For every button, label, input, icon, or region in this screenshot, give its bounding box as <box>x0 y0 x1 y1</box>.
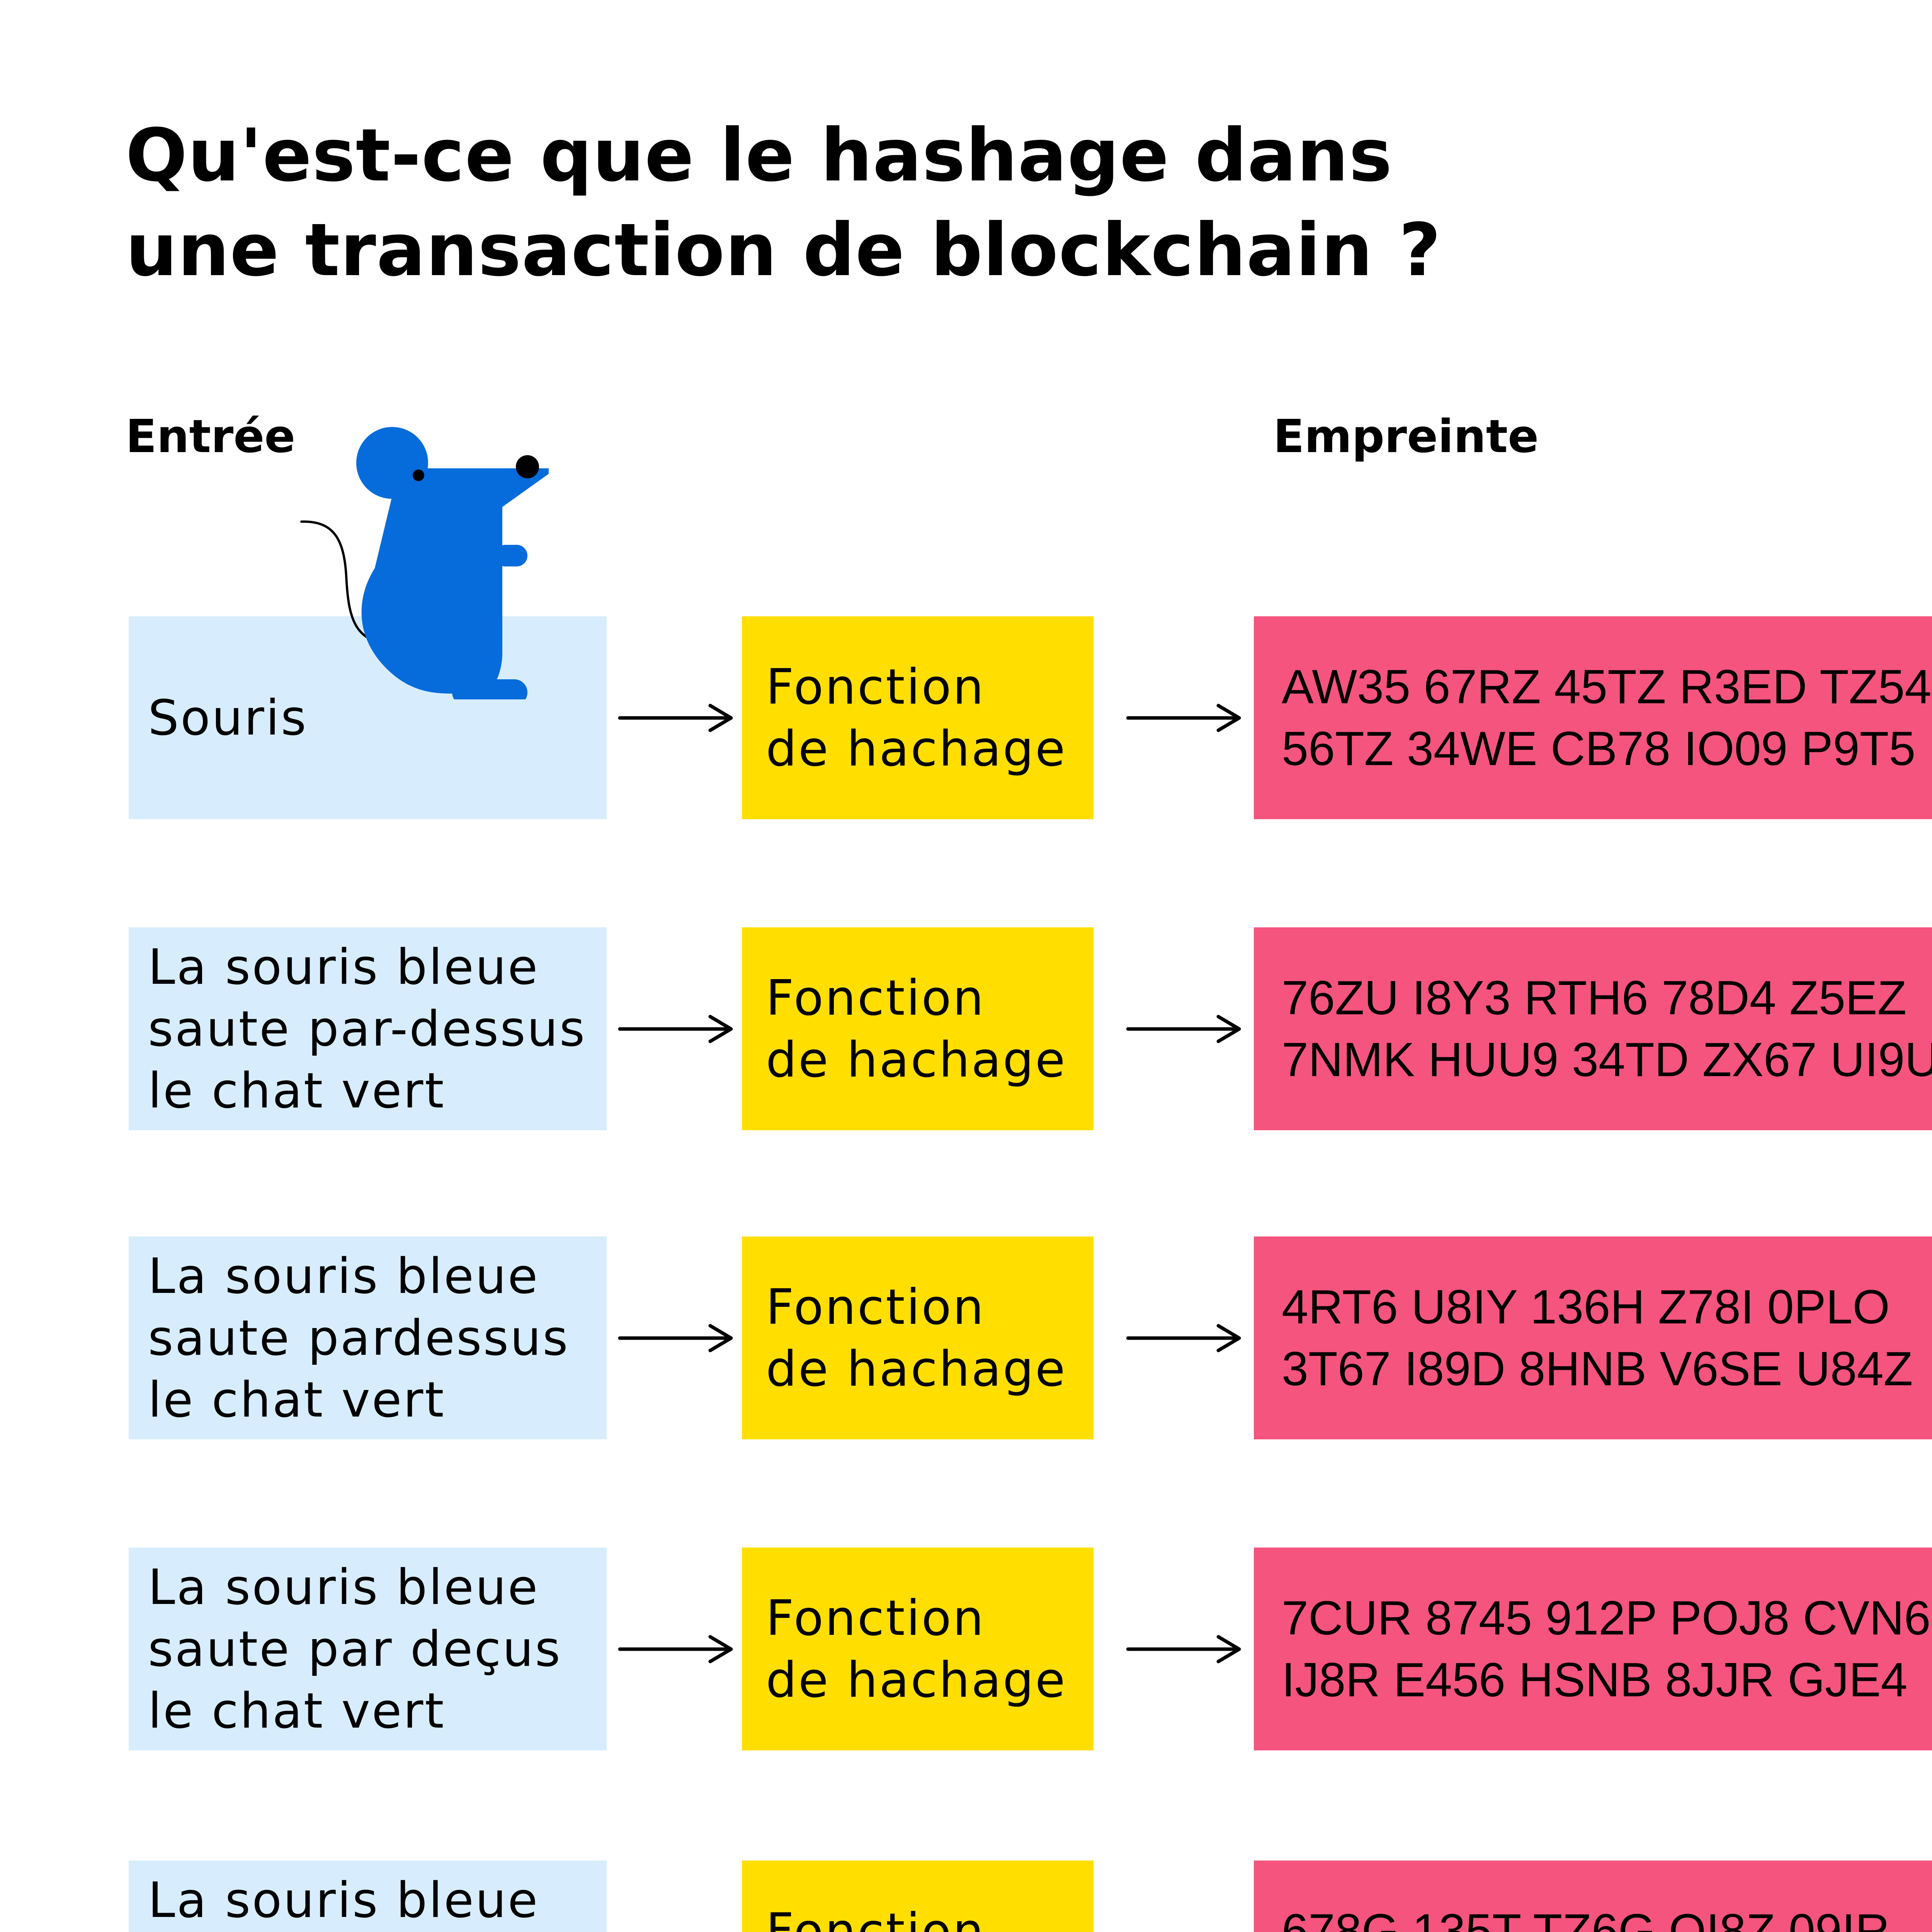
hash-line-1: 7CUR 8745 912P POJ8 CVN6 <box>1282 1591 1931 1645</box>
input-text: La souris bleue saute par-dessus le chat… <box>148 938 587 1119</box>
input-box: La souris bleue saute par deçus le chat … <box>129 1548 607 1750</box>
output-column-header: Empreinte <box>1273 410 1539 463</box>
mouse-icon <box>300 427 549 699</box>
hash-function-box: Fonction de hachage <box>742 1236 1094 1439</box>
hash-line-2: IJ8R E456 HSNB 8JJR GJE4 <box>1282 1653 1908 1707</box>
page-title: Qu'est-ce que le hashage dans une transa… <box>126 108 1441 298</box>
hash-line-1: 678G 135T TZ6G OI8Z 09IR <box>1282 1904 1890 1932</box>
arrow-right-icon <box>1126 1015 1241 1043</box>
function-text: Fonction de hachage <box>766 658 1067 777</box>
hash-output-box: AW35 67RZ 45TZ R3ED TZ54 56TZ 34WE CB78 I… <box>1254 616 1932 819</box>
function-text: Fonction de hachage <box>766 1278 1067 1397</box>
input-box: La souris bleue saute par-dessus le chat… <box>129 927 607 1130</box>
hash-row: La souris bleue saute pardessus le chat … <box>0 1236 1932 1439</box>
arrow-right-icon <box>1126 1324 1241 1352</box>
arrow-right-icon <box>618 704 733 732</box>
hash-row: La souris bleue saute par-dessus le chat… <box>0 927 1932 1130</box>
title-line-1: Qu'est-ce que le hashage dans <box>126 113 1393 198</box>
hash-output-box: 76ZU I8Y3 RTH6 78D4 Z5EZ 7NMK HUU9 34TD Z… <box>1254 927 1932 1130</box>
hash-function-box: Fonction de hachage <box>742 1548 1094 1750</box>
input-box: La souris bleue saute par dessu le chat … <box>129 1861 607 1932</box>
hash-line-2: 56TZ 34WE CB78 IO09 P9T5 <box>1282 722 1916 776</box>
hash-row: Souris Fonction de hachage AW35 67RZ 45T… <box>0 616 1932 819</box>
function-text: Fonction de hachage <box>766 1902 985 1932</box>
title-line-2: une transaction de blockchain ? <box>126 208 1441 293</box>
hash-line-1: AW35 67RZ 45TZ R3ED TZ54 <box>1282 660 1932 714</box>
hash-function-box: Fonction de hachage <box>742 1861 1094 1932</box>
hash-function-box: Fonction de hachage <box>742 927 1094 1130</box>
hash-line-2: 3T67 I89D 8HNB V6SE U84Z <box>1282 1342 1913 1396</box>
arrow-right-icon <box>1126 1635 1241 1663</box>
hash-line-1: 4RT6 U8IY 136H Z78I 0PLO <box>1282 1280 1890 1334</box>
function-text: Fonction de hachage <box>766 1589 1067 1708</box>
input-text: La souris bleue saute pardessus le chat … <box>148 1247 570 1428</box>
hash-output-box: 4RT6 U8IY 136H Z78I 0PLO 3T67 I89D 8HNB V… <box>1254 1236 1932 1439</box>
hash-row: La souris bleue saute par dessu le chat … <box>0 1861 1932 1932</box>
input-column-header: Entrée <box>126 410 296 463</box>
arrow-right-icon <box>618 1635 733 1663</box>
hash-output-box: 678G 135T TZ6G OI8Z 09IRGW5B 789I SFH6 Z… <box>1254 1861 1932 1932</box>
input-box: La souris bleue saute pardessus le chat … <box>129 1236 607 1439</box>
input-text: La souris bleue saute par dessu le chat … <box>148 1871 539 1929</box>
arrow-right-icon <box>1126 704 1241 732</box>
hash-function-box: Fonction de hachage <box>742 616 1094 819</box>
hash-row: La souris bleue saute par deçus le chat … <box>0 1548 1932 1750</box>
function-text: Fonction de hachage <box>766 969 1067 1088</box>
input-text: La souris bleue saute par deçus le chat … <box>148 1558 562 1739</box>
arrow-right-icon <box>618 1324 733 1352</box>
hash-line-2: 7NMK HUU9 34TD ZX67 UI9U <box>1282 1033 1932 1087</box>
hash-line-1: 76ZU I8Y3 RTH6 78D4 Z5EZ <box>1282 971 1907 1025</box>
arrow-right-icon <box>618 1015 733 1043</box>
input-text: Souris <box>148 689 308 746</box>
input-box: Souris <box>129 616 607 819</box>
